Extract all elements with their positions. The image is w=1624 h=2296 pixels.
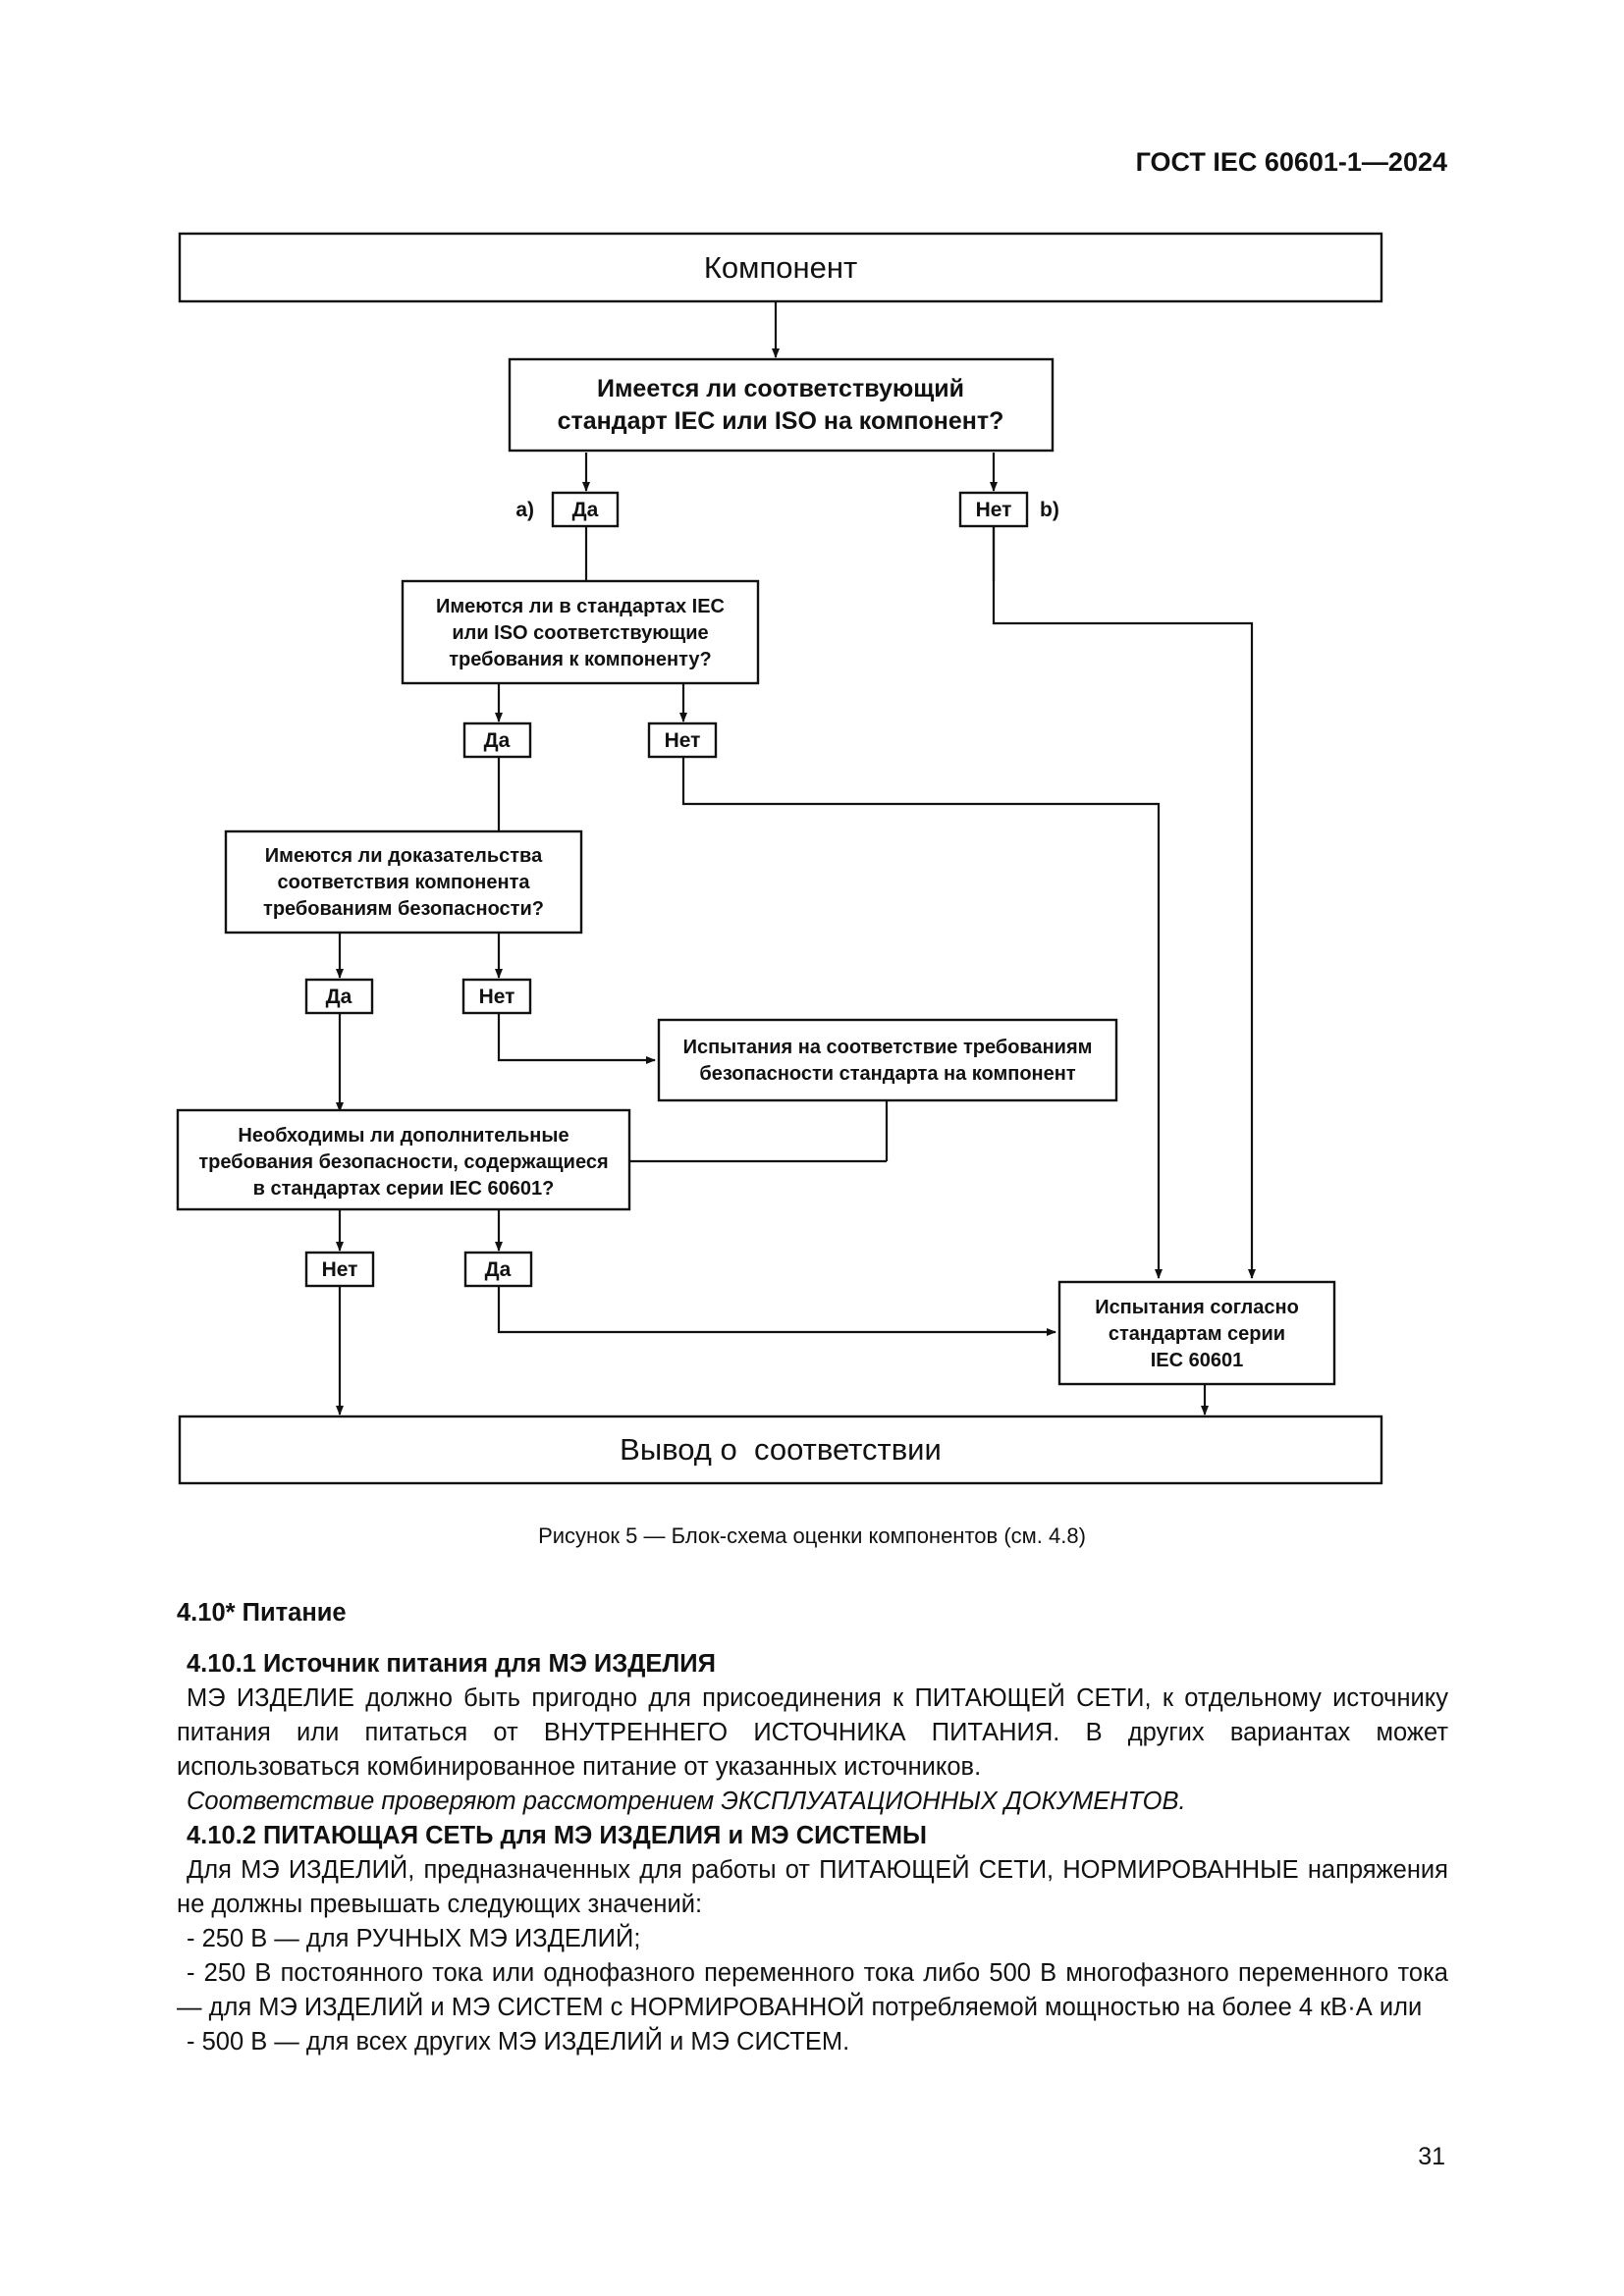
q4-yes-text: Да <box>485 1258 512 1281</box>
note-b: b) <box>1040 499 1059 521</box>
iec-60601-test-box: Испытания согласно стандартам серии IEC … <box>1057 1280 1336 1386</box>
component-test-line-2: безопасности стандарта на компонент <box>699 1063 1075 1085</box>
q3-yes-text: Да <box>326 986 352 1008</box>
start-box: Компонент <box>178 232 1383 303</box>
question-1-line-2: стандарт IEC или ISO на компонент? <box>558 407 1004 435</box>
conclusion-label: Вывод о соответствии <box>620 1432 942 1467</box>
q4-no-label: Нет <box>304 1251 375 1288</box>
start-label: Компонент <box>704 250 857 285</box>
question-2-box: Имеются ли в стандартах IEC или ISO соот… <box>401 579 760 685</box>
q1-yes-label: Да <box>551 491 620 528</box>
question-3-box: Имеются ли доказательства соответствия к… <box>224 829 583 934</box>
conclusion-box: Вывод о соответствии <box>178 1415 1383 1485</box>
section-4-10-heading: 4.10* Питание <box>177 1599 347 1627</box>
section-4-10-2-text: Для МЭ ИЗДЕЛИЙ, предназначенных для рабо… <box>177 1856 1448 1918</box>
q2-no-label: Нет <box>647 721 718 759</box>
section-4-10-1-heading: 4.10.1 Источник питания для МЭ ИЗДЕЛИЯ <box>187 1650 716 1678</box>
section-4-10-1-check: Соответствие проверяют рассмотрением ЭКС… <box>187 1788 1186 1815</box>
section-4-10-2-heading: 4.10.2 ПИТАЮЩАЯ СЕТЬ для МЭ ИЗДЕЛИЯ и МЭ… <box>187 1822 928 1849</box>
document-id: ГОСТ IEC 60601-1—2024 <box>1135 147 1447 177</box>
flow-connectors <box>336 302 1256 1415</box>
q3-no-label: Нет <box>461 978 532 1015</box>
page-number: 31 <box>1418 2143 1445 2170</box>
question-4-line-1: Необходимы ли дополнительные <box>238 1125 568 1147</box>
q4-yes-label: Да <box>463 1251 533 1288</box>
list-item-2: - 250 В постоянного тока или однофазного… <box>177 1959 1448 2021</box>
iec-test-line-2: стандартам серии <box>1109 1323 1285 1345</box>
component-test-line-1: Испытания на соответствие требованиям <box>683 1037 1093 1058</box>
component-assessment-flowchart: Компонент Имеется ли соответствующий ста… <box>176 232 1383 1485</box>
question-2-line-3: требования к компоненту? <box>449 649 711 670</box>
section-4-10-1: 4.10.1 Источник питания для МЭ ИЗДЕЛИЯ М… <box>177 1647 1448 2059</box>
q2-yes-label: Да <box>462 721 532 759</box>
question-1-line-1: Имеется ли соответствующий <box>597 375 964 402</box>
q4-no-text: Нет <box>322 1258 358 1281</box>
question-3-line-3: требованиям безопасности? <box>263 898 544 920</box>
figure-caption: Рисунок 5 — Блок-схема оценки компоненто… <box>538 1523 1086 1548</box>
q1-no-text: Нет <box>976 499 1012 521</box>
section-4-10-1-text: МЭ ИЗДЕЛИЕ должно быть пригодно для прис… <box>177 1684 1448 1781</box>
q2-yes-text: Да <box>484 729 511 752</box>
question-3-line-1: Имеются ли доказательства <box>265 845 543 867</box>
question-2-line-1: Имеются ли в стандартах IEC <box>436 596 725 617</box>
question-3-line-2: соответствия компонента <box>277 872 530 893</box>
q1-no-label: Нет <box>958 491 1029 528</box>
list-item-3: - 500 В — для всех других МЭ ИЗДЕЛИЙ и М… <box>187 2028 850 2056</box>
q3-yes-label: Да <box>304 978 374 1015</box>
note-a: a) <box>515 499 534 521</box>
component-test-box: Испытания на соответствие требованиям бе… <box>657 1018 1118 1102</box>
q2-no-text: Нет <box>665 729 701 752</box>
question-4-line-2: требования безопасности, содержащиеся <box>198 1151 608 1173</box>
question-4-box: Необходимы ли дополнительные требования … <box>176 1108 631 1211</box>
q3-no-text: Нет <box>479 986 515 1008</box>
iec-test-line-3: IEC 60601 <box>1151 1350 1244 1371</box>
iec-test-line-1: Испытания согласно <box>1095 1297 1299 1318</box>
question-2-line-2: или ISO соответствующие <box>452 622 708 644</box>
question-1-box: Имеется ли соответствующий стандарт IEC … <box>508 357 1055 453</box>
q1-yes-text: Да <box>572 499 599 521</box>
question-4-line-3: в стандартах серии IEC 60601? <box>253 1178 555 1200</box>
list-item-1: - 250 В — для РУЧНЫХ МЭ ИЗДЕЛИЙ; <box>187 1925 641 1952</box>
